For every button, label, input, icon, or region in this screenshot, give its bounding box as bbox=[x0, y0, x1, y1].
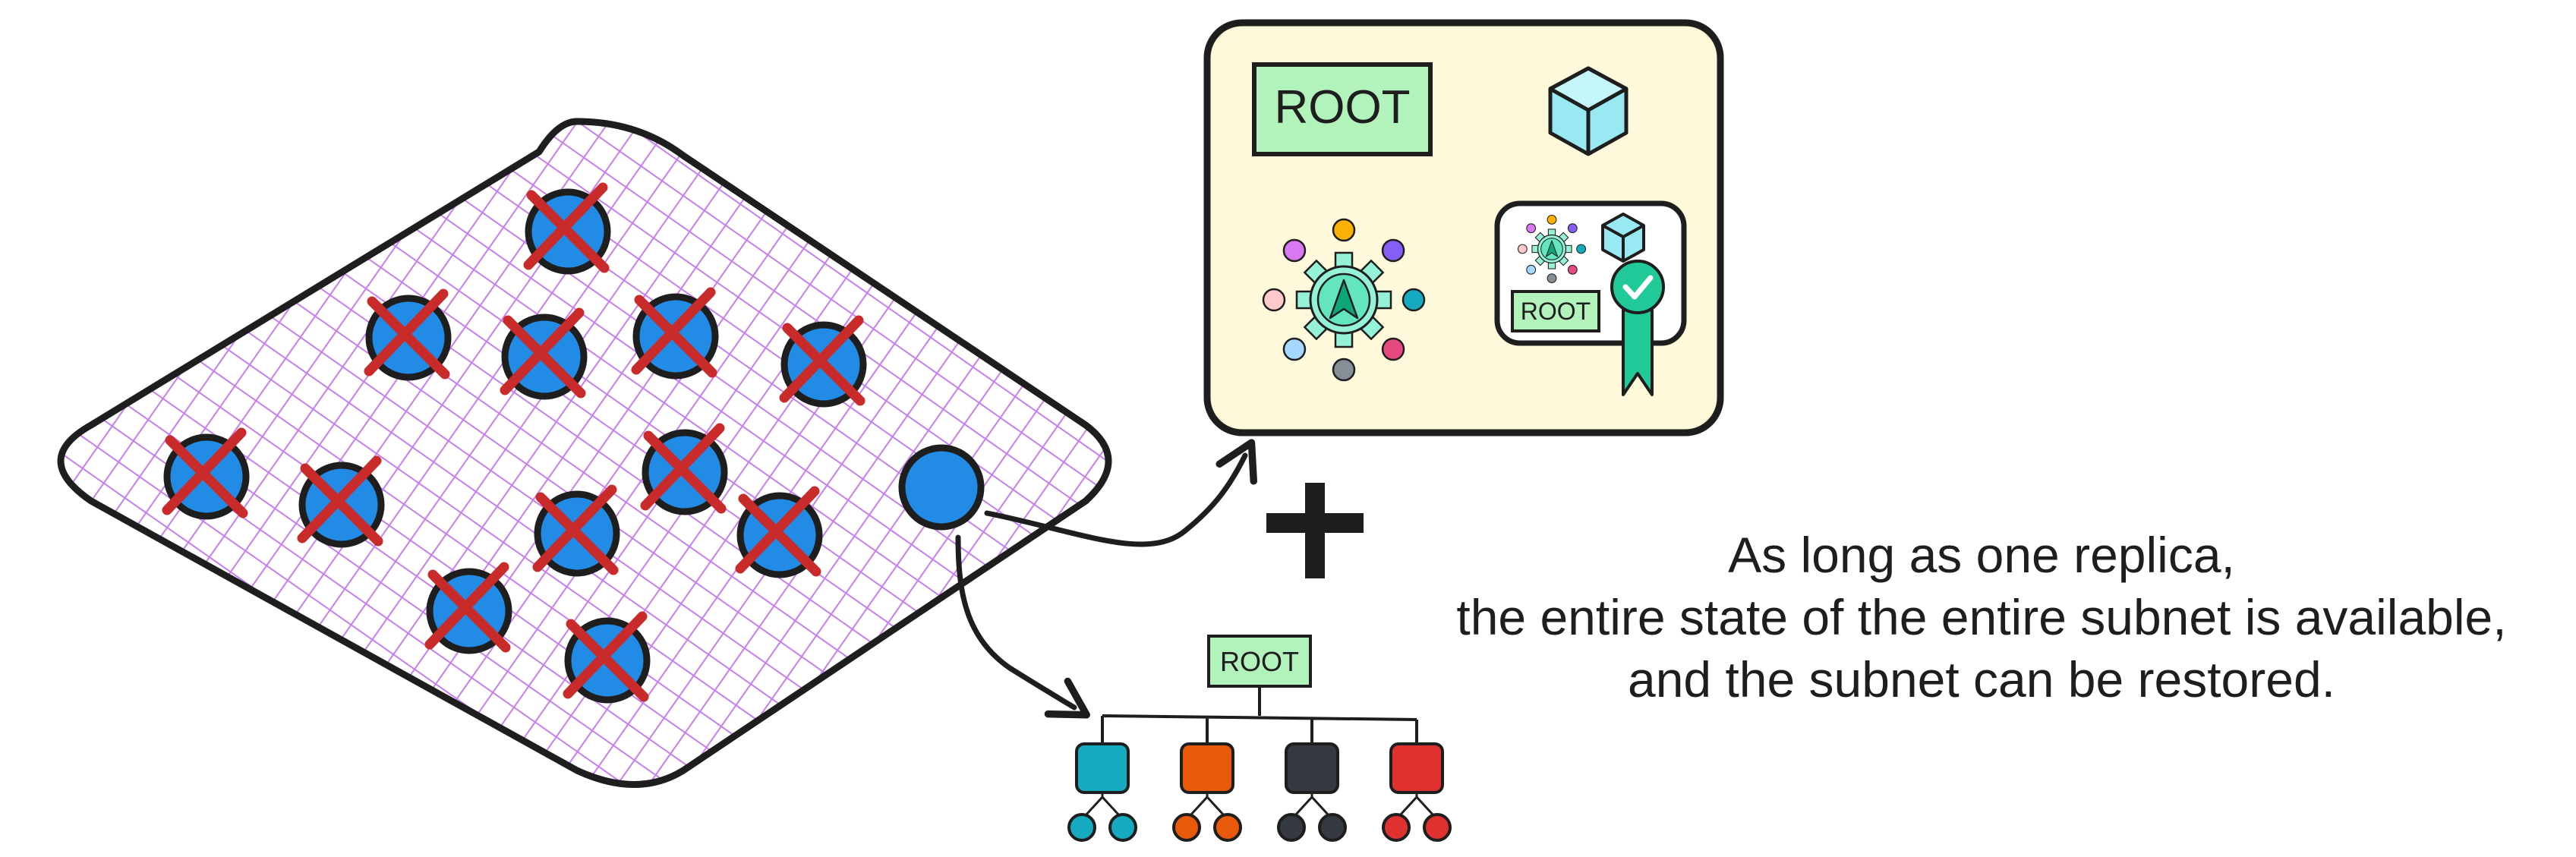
root-label-main: ROOT bbox=[1252, 62, 1433, 156]
failed-replica bbox=[364, 288, 452, 381]
failed-replica bbox=[162, 427, 250, 520]
failed-replica bbox=[631, 287, 719, 380]
failed-replica bbox=[640, 423, 728, 515]
failed-replica bbox=[563, 611, 651, 704]
tree-child-node bbox=[1277, 742, 1347, 842]
failed-replica bbox=[735, 486, 823, 578]
tree-child-node bbox=[1382, 742, 1452, 842]
root-label-tree-text: ROOT bbox=[1220, 646, 1299, 677]
caption: As long as one replica, the entire state… bbox=[1397, 524, 2566, 710]
failed-replica bbox=[500, 307, 588, 400]
subnet-diamond bbox=[57, 118, 1112, 788]
caption-line-2: the entire state of the entire subnet is… bbox=[1456, 589, 2507, 645]
failed-replica bbox=[779, 315, 867, 408]
failed-replica bbox=[523, 182, 611, 275]
tree-child-node bbox=[1172, 742, 1242, 842]
caption-line-3: and the subnet can be restored. bbox=[1628, 651, 2335, 707]
failed-replica bbox=[532, 484, 620, 577]
tree-child-node bbox=[1067, 742, 1137, 842]
arrow-to-state bbox=[984, 439, 1257, 547]
surviving-replica bbox=[898, 444, 985, 531]
arrow-to-tree bbox=[955, 534, 1090, 719]
caption-line-1: As long as one replica, bbox=[1728, 527, 2235, 583]
checkmark-icon bbox=[1610, 260, 1665, 314]
plus-icon bbox=[1266, 483, 1364, 578]
failed-replicas bbox=[162, 182, 867, 704]
root-label-certificate-text: ROOT bbox=[1521, 298, 1591, 325]
failed-replica bbox=[297, 455, 385, 548]
cube-icon bbox=[1548, 66, 1629, 156]
canister-gear-icon bbox=[1262, 218, 1426, 382]
failed-replica bbox=[424, 562, 512, 654]
root-label-main-text: ROOT bbox=[1274, 81, 1410, 134]
cube-icon bbox=[1601, 213, 1645, 263]
certificate-icon: ROOT bbox=[1494, 200, 1687, 396]
state-tree: ROOT bbox=[1067, 635, 1452, 842]
